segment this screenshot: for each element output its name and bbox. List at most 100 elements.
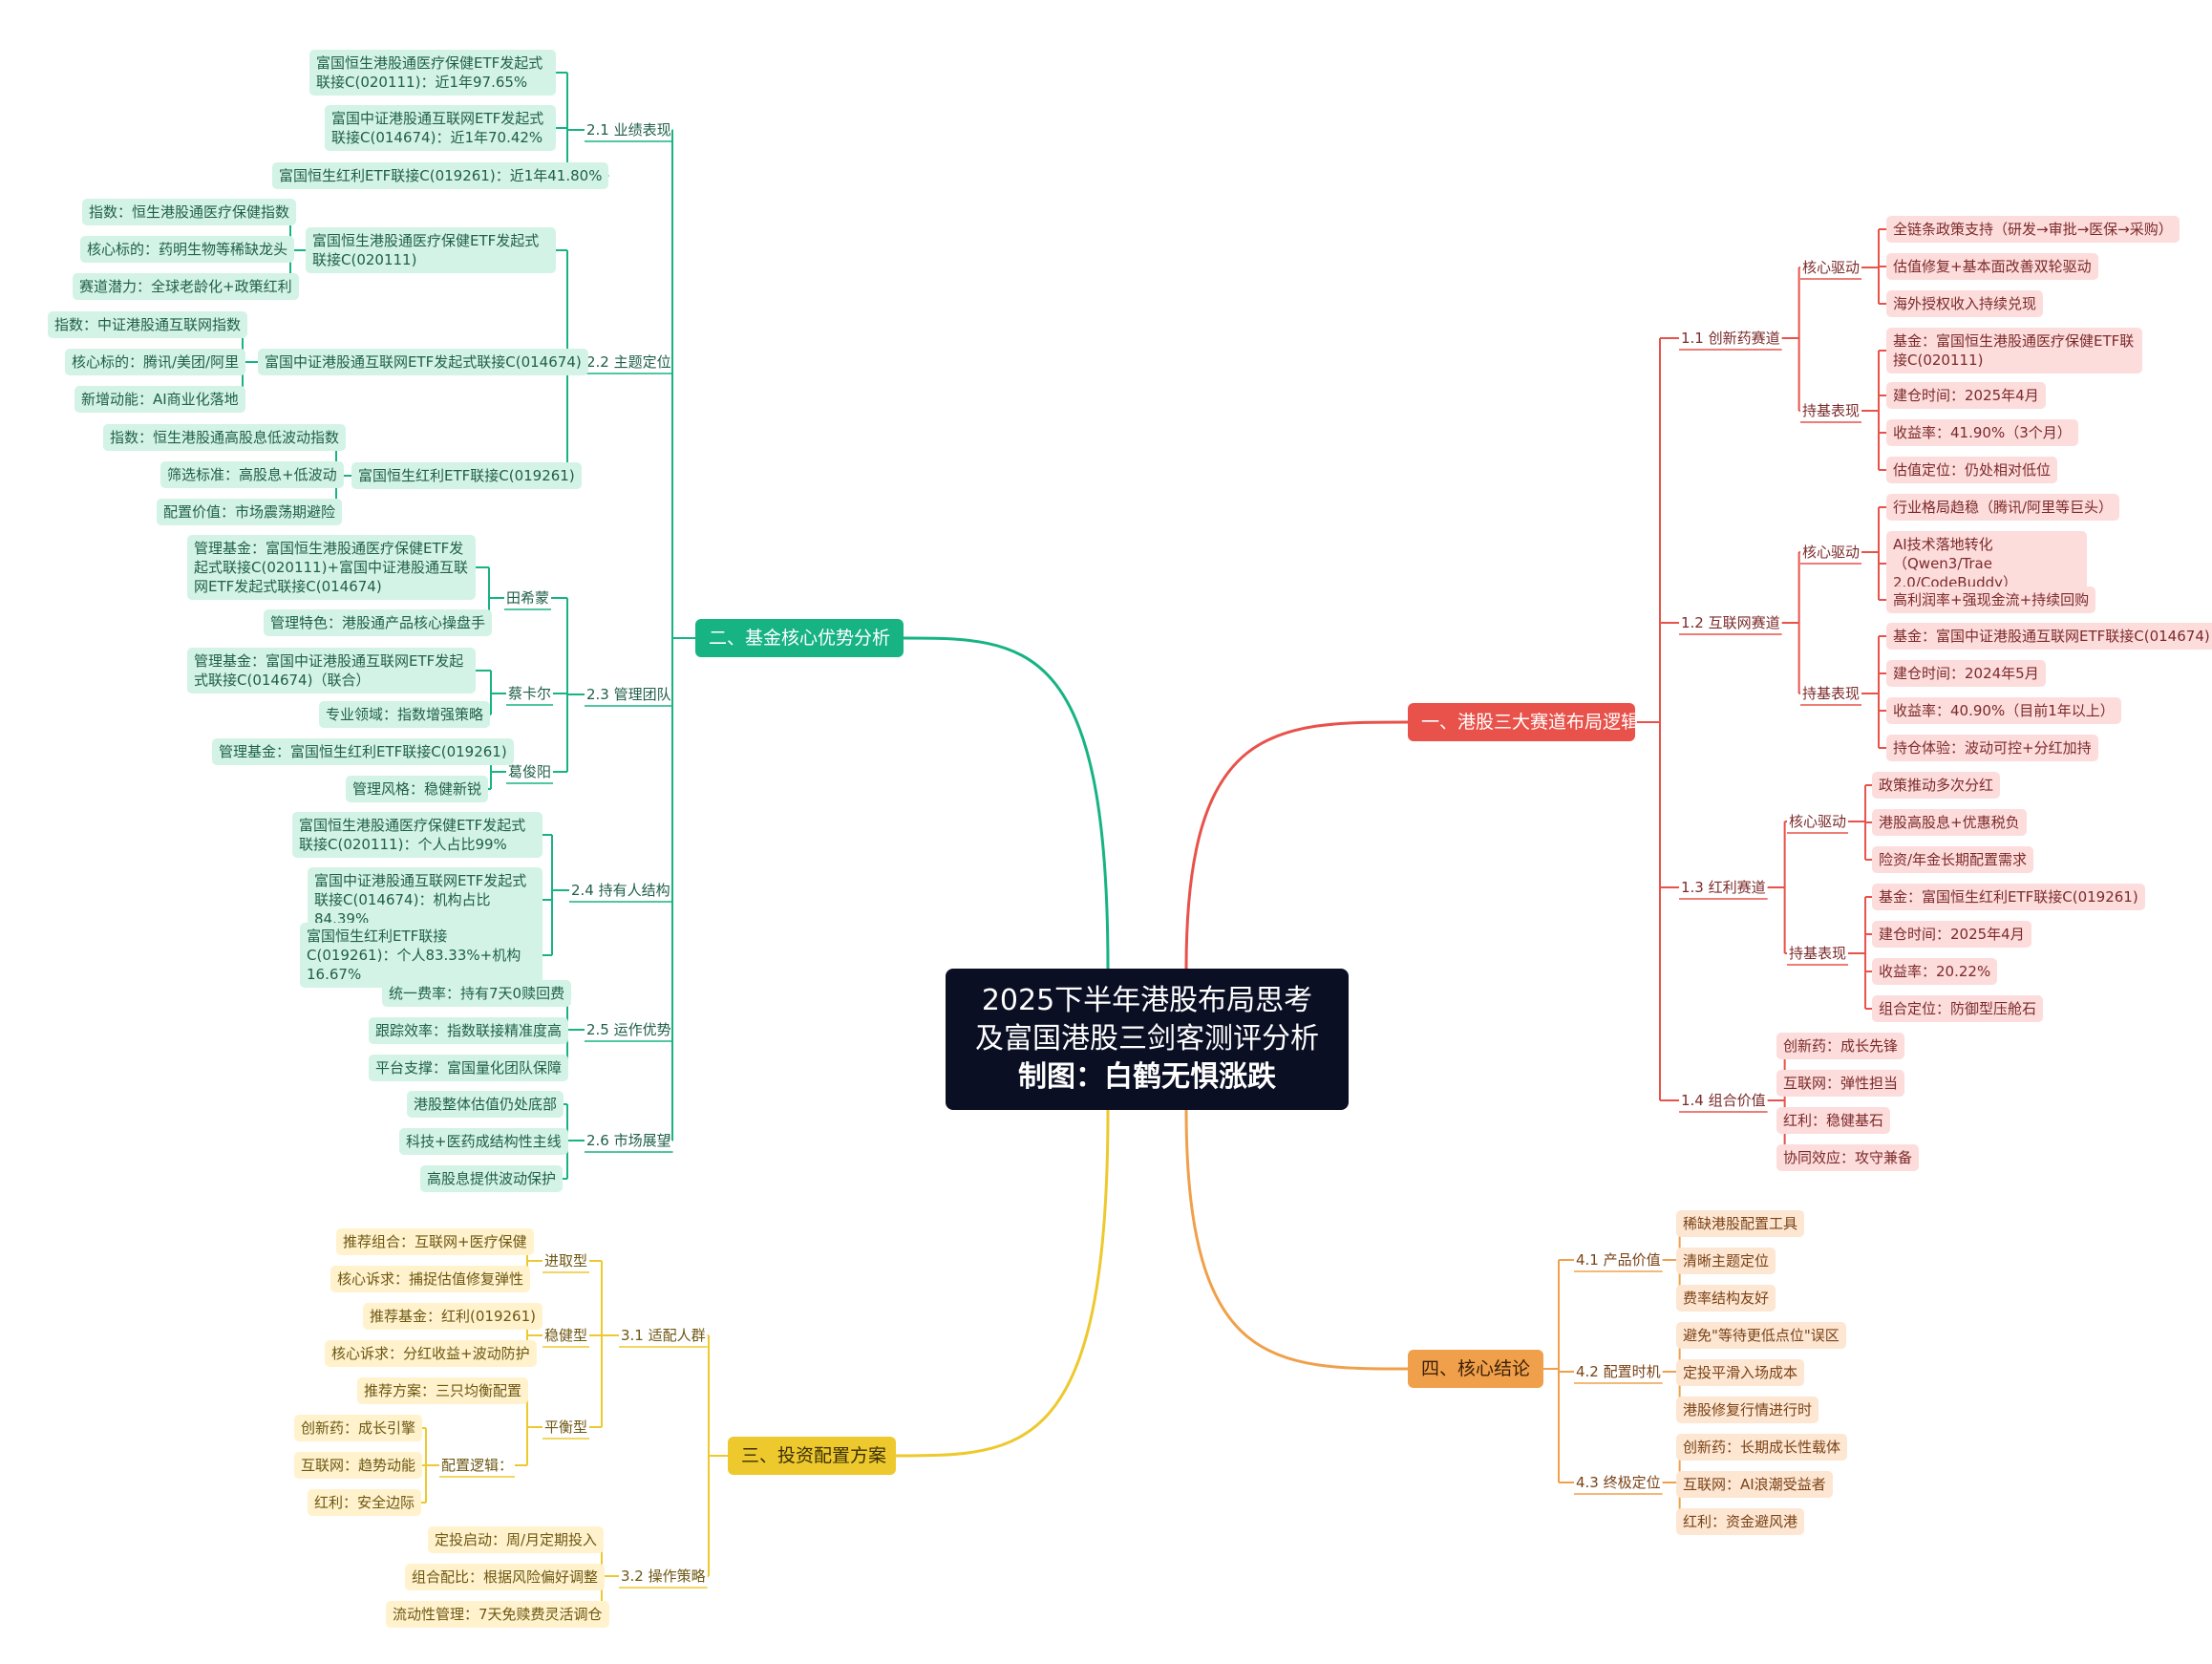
- b1-s2-perf-item[interactable]: 建仓时间：2024年5月: [1886, 660, 2046, 687]
- b2-s3-m3-item[interactable]: 管理基金：富国恒生红利ETF联接C(019261): [212, 738, 514, 765]
- b1-s2-drive-label[interactable]: 核心驱动: [1802, 544, 1861, 561]
- b2-s2-f1-label[interactable]: 富国恒生港股通医疗保健ETF发起式联接C(020111): [306, 227, 556, 273]
- b1-s2-label[interactable]: 1.2 互联网赛道: [1681, 614, 1780, 631]
- b2-s4-item[interactable]: 富国恒生红利ETF联接C(019261)：个人83.33%+机构16.67%: [300, 923, 542, 988]
- b4-s3-item[interactable]: 互联网：AI浪潮受益者: [1676, 1471, 1833, 1498]
- b1-s3-perf-item[interactable]: 基金：富国恒生红利ETF联接C(019261): [1872, 884, 2145, 910]
- b2-s6-item[interactable]: 港股整体估值仍处底部: [407, 1091, 564, 1118]
- b2-s3-m2-item[interactable]: 专业领域：指数增强策略: [319, 701, 491, 728]
- b3-s2-item[interactable]: 流动性管理：7天免赎费灵活调仓: [386, 1601, 609, 1628]
- b2-s3-m2-item[interactable]: 管理基金：富国中证港股通互联网ETF发起式联接C(014674)（联合）: [187, 648, 476, 693]
- b2-s6-item[interactable]: 科技+医药成结构性主线: [399, 1128, 568, 1155]
- b2-s2-f3-item[interactable]: 配置价值：市场震荡期避险: [157, 499, 343, 525]
- branch3-node[interactable]: 三、投资配置方案: [728, 1437, 896, 1475]
- b4-s1-item[interactable]: 费率结构友好: [1676, 1285, 1776, 1312]
- b1-s2-drive-item[interactable]: 行业格局趋稳（腾讯/阿里等巨头）: [1886, 494, 2120, 521]
- b2-s3-m1-item[interactable]: 管理基金：富国恒生港股通医疗保健ETF发起式联接C(020111)+富国中证港股…: [187, 535, 476, 600]
- b2-s5-item[interactable]: 跟踪效率：指数联接精准度高: [369, 1017, 569, 1044]
- b1-s1-drive-label[interactable]: 核心驱动: [1802, 259, 1861, 276]
- b2-s1-item[interactable]: 富国中证港股通互联网ETF发起式联接C(014674)：近1年70.42%: [325, 105, 556, 151]
- b1-s3-drive-item[interactable]: 港股高股息+优惠税负: [1872, 809, 2027, 836]
- b2-s3-label[interactable]: 2.3 管理团队: [586, 686, 671, 703]
- b3-s1-t3-logic-item[interactable]: 创新药：成长引擎: [294, 1415, 423, 1441]
- b4-s2-label[interactable]: 4.2 配置时机: [1576, 1363, 1661, 1380]
- b3-s2-item[interactable]: 定投启动：周/月定期投入: [428, 1526, 605, 1553]
- b1-s1-drive-item[interactable]: 估值修复+基本面改善双轮驱动: [1886, 253, 2098, 280]
- b1-s1-perf-item[interactable]: 建仓时间：2025年4月: [1886, 382, 2046, 409]
- b3-s1-t3-logic-item[interactable]: 互联网：趋势动能: [294, 1452, 423, 1479]
- b2-s2-label[interactable]: 2.2 主题定位: [586, 353, 671, 371]
- b2-s2-f2-item[interactable]: 新增动能：AI商业化落地: [74, 386, 245, 413]
- b1-s2-drive-item[interactable]: 高利润率+强现金流+持续回购: [1886, 587, 2096, 613]
- b1-s3-perf-item[interactable]: 组合定位：防御型压舱石: [1872, 995, 2044, 1022]
- b1-s3-drive-item[interactable]: 政策推动多次分红: [1872, 772, 2001, 799]
- b1-s3-perf-item[interactable]: 建仓时间：2025年4月: [1872, 921, 2031, 948]
- b1-s4-item[interactable]: 创新药：成长先锋: [1776, 1033, 1905, 1059]
- root-title-node[interactable]: 2025下半年港股布局思考 及富国港股三剑客测评分析 制图：白鹤无惧涨跌: [946, 969, 1349, 1110]
- b2-s4-label[interactable]: 2.4 持有人结构: [571, 882, 670, 899]
- b3-s2-item[interactable]: 组合配比：根据风险偏好调整: [405, 1564, 606, 1590]
- b2-s2-f2-item[interactable]: 核心标的：腾讯/美团/阿里: [65, 349, 246, 375]
- branch4-node[interactable]: 四、核心结论: [1408, 1350, 1543, 1388]
- b2-s3-m1-label[interactable]: 田希蒙: [506, 589, 550, 607]
- b2-s4-item[interactable]: 富国恒生港股通医疗保健ETF发起式联接C(020111)：个人占比99%: [292, 812, 542, 858]
- b1-s3-label[interactable]: 1.3 红利赛道: [1681, 879, 1766, 896]
- b1-s3-perf-item[interactable]: 收益率：20.22%: [1872, 958, 1998, 985]
- b3-s1-t2-label[interactable]: 稳健型: [544, 1327, 588, 1344]
- b2-s1-item[interactable]: 富国恒生红利ETF联接C(019261)：近1年41.80%: [272, 162, 609, 189]
- b4-s2-item[interactable]: 避免"等待更低点位"误区: [1676, 1322, 1846, 1349]
- b2-s2-f3-item[interactable]: 筛选标准：高股息+低波动: [160, 461, 344, 488]
- b4-s1-label[interactable]: 4.1 产品价值: [1576, 1251, 1661, 1269]
- b4-s3-label[interactable]: 4.3 终极定位: [1576, 1474, 1661, 1491]
- b3-s1-t1-label[interactable]: 进取型: [544, 1252, 588, 1269]
- b1-s4-label[interactable]: 1.4 组合价值: [1681, 1092, 1766, 1109]
- b4-s3-item[interactable]: 红利：资金避风港: [1676, 1508, 1805, 1535]
- b1-s1-perf-item[interactable]: 收益率：41.90%（3个月）: [1886, 419, 2078, 446]
- b2-s5-item[interactable]: 平台支撑：富国量化团队保障: [369, 1055, 569, 1081]
- b1-s1-label[interactable]: 1.1 创新药赛道: [1681, 330, 1780, 347]
- b1-s4-item[interactable]: 红利：稳健基石: [1776, 1107, 1891, 1134]
- b2-s2-f1-item[interactable]: 赛道潜力：全球老龄化+政策红利: [73, 273, 299, 300]
- b1-s2-perf-label[interactable]: 持基表现: [1802, 685, 1861, 702]
- b1-s3-drive-item[interactable]: 险资/年金长期配置需求: [1872, 846, 2034, 873]
- b2-s2-f1-item[interactable]: 核心标的：药明生物等稀缺龙头: [80, 236, 295, 263]
- b3-s1-t3-plan[interactable]: 推荐方案：三只均衡配置: [357, 1377, 529, 1404]
- b1-s2-perf-item[interactable]: 收益率：40.90%（目前1年以上）: [1886, 697, 2121, 724]
- b4-s1-item[interactable]: 清晰主题定位: [1676, 1248, 1776, 1274]
- b3-s2-label[interactable]: 3.2 操作策略: [621, 1568, 706, 1585]
- b2-s1-item[interactable]: 富国恒生港股通医疗保健ETF发起式联接C(020111)：近1年97.65%: [309, 50, 556, 96]
- b1-s1-perf-item[interactable]: 估值定位：仍处相对低位: [1886, 457, 2058, 483]
- b2-s6-label[interactable]: 2.6 市场展望: [586, 1132, 671, 1149]
- b1-s1-perf-label[interactable]: 持基表现: [1802, 402, 1861, 419]
- b2-s1-label[interactable]: 2.1 业绩表现: [586, 121, 671, 139]
- b2-s2-f3-item[interactable]: 指数：恒生港股通高股息低波动指数: [103, 424, 347, 451]
- b1-s3-perf-label[interactable]: 持基表现: [1789, 945, 1847, 962]
- b1-s3-drive-label[interactable]: 核心驱动: [1789, 813, 1847, 830]
- b3-s1-t3-logic-label[interactable]: 配置逻辑：: [441, 1457, 514, 1474]
- branch2-node[interactable]: 二、基金核心优势分析: [695, 619, 904, 657]
- b2-s2-f2-item[interactable]: 指数：中证港股通互联网指数: [48, 311, 248, 338]
- b1-s4-item[interactable]: 协同效应：攻守兼备: [1776, 1144, 1920, 1171]
- b3-s1-label[interactable]: 3.1 适配人群: [621, 1327, 706, 1344]
- b2-s3-m2-label[interactable]: 蔡卡尔: [508, 685, 552, 702]
- b2-s2-f3-label[interactable]: 富国恒生红利ETF联接C(019261): [351, 462, 582, 489]
- b2-s3-m3-label[interactable]: 葛俊阳: [508, 763, 552, 780]
- b1-s2-perf-item[interactable]: 持仓体验：波动可控+分红加持: [1886, 735, 2098, 761]
- b2-s3-m1-item[interactable]: 管理特色：港股通产品核心操盘手: [264, 609, 493, 636]
- b1-s1-perf-item[interactable]: 基金：富国恒生港股通医疗保健ETF联接C(020111): [1886, 328, 2142, 373]
- b2-s2-f1-item[interactable]: 指数：恒生港股通医疗保健指数: [82, 199, 297, 225]
- b3-s1-t3-label[interactable]: 平衡型: [544, 1419, 588, 1436]
- b1-s4-item[interactable]: 互联网：弹性担当: [1776, 1070, 1905, 1097]
- b1-s1-drive-item[interactable]: 全链条政策支持（研发→审批→医保→采购）: [1886, 216, 2180, 243]
- b2-s2-f2-label[interactable]: 富国中证港股通互联网ETF发起式联接C(014674): [258, 349, 588, 375]
- b4-s2-item[interactable]: 港股修复行情进行时: [1676, 1397, 1819, 1423]
- b1-s1-drive-item[interactable]: 海外授权收入持续兑现: [1886, 290, 2044, 317]
- b3-s1-t2-item[interactable]: 推荐基金：红利(019261): [363, 1303, 542, 1330]
- b3-s1-t3-logic-item[interactable]: 红利：安全边际: [308, 1489, 422, 1516]
- b3-s1-t1-item[interactable]: 核心诉求：捕捉估值修复弹性: [330, 1266, 531, 1292]
- b2-s5-item[interactable]: 统一费率：持有7天0赎回费: [382, 980, 572, 1007]
- b1-s2-perf-item[interactable]: 基金：富国中证港股通互联网ETF联接C(014674): [1886, 623, 2212, 650]
- b2-s5-label[interactable]: 2.5 运作优势: [586, 1021, 671, 1038]
- branch1-node[interactable]: 一、港股三大赛道布局逻辑: [1408, 703, 1639, 741]
- b1-s2-drive-item[interactable]: AI技术落地转化（Qwen3/Trae 2.0/CodeBuddy）: [1886, 531, 2087, 596]
